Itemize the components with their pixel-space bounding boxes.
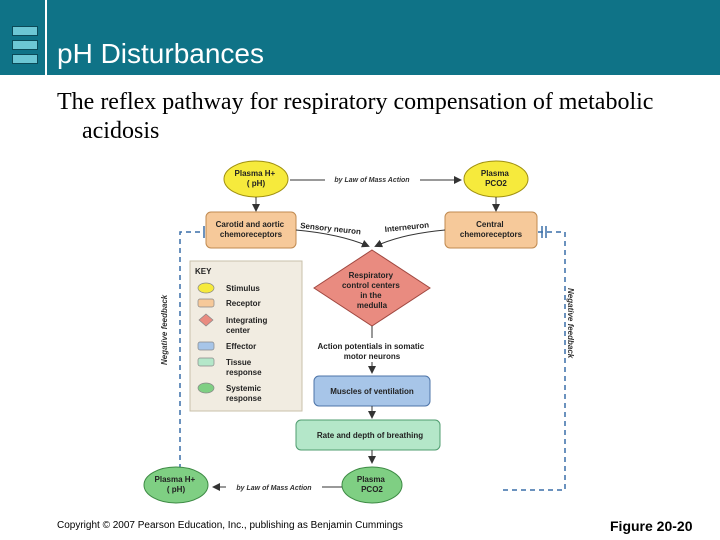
- systemic-line: ( pH): [167, 485, 186, 494]
- systemic-plasma-h-label: Plasma H+ ( pH): [155, 475, 198, 494]
- key-swatch-integrating-center: [198, 313, 214, 327]
- action-line: motor neurons: [344, 352, 401, 361]
- receptor-central-label: Central chemoreceptors: [460, 220, 523, 239]
- slide-title: pH Disturbances: [57, 38, 264, 69]
- systemic-line: PCO2: [361, 485, 383, 494]
- integrating-line: control centers: [342, 281, 400, 290]
- key-swatch-effector: [197, 341, 215, 351]
- sensory-neuron-label: Sensory neuron: [300, 221, 362, 236]
- integrating-line: in the: [360, 291, 382, 300]
- mass-action-label-bottom: by Law of Mass Action: [236, 485, 311, 492]
- systemic-plasma-pco2-bottom: [341, 466, 403, 504]
- negative-feedback-label-right: Negative feedback: [566, 288, 575, 359]
- key-swatch-tissue-response: [197, 357, 215, 367]
- stimulus-plasma-h-label: Plasma H+ ( pH): [235, 169, 278, 188]
- slide-subtitle: The reflex pathway for respiratory compe…: [57, 89, 654, 144]
- key-swatch-systemic-response: [197, 382, 215, 394]
- action-potentials-label: Action potentials in somatic motor neuro…: [318, 342, 427, 361]
- stimulus-plasma-pco2-label: Plasma PCO2: [481, 169, 511, 188]
- slide-logo-icon: [12, 26, 38, 66]
- title-bar: pH Disturbances: [0, 0, 720, 75]
- systemic-plasma-pco2-label: Plasma PCO2: [357, 475, 387, 494]
- copyright-text: Copyright © 2007 Pearson Education, Inc.…: [57, 520, 403, 531]
- key-label: Effector: [226, 342, 256, 351]
- stimulus-line: Plasma: [481, 169, 510, 178]
- systemic-line: Plasma: [357, 475, 386, 484]
- receptor-carotid-label: Carotid and aortic chemoreceptors: [216, 220, 287, 239]
- key-label: Stimulus: [226, 284, 260, 293]
- negative-feedback-loop-left: [179, 231, 201, 496]
- action-line: Action potentials in somatic: [318, 342, 425, 351]
- receptor-line: chemoreceptors: [460, 230, 523, 239]
- negative-feedback-label-left: Negative feedback: [160, 294, 169, 365]
- mass-action-label-top: by Law of Mass Action: [334, 177, 409, 184]
- stimulus-line: PCO2: [485, 179, 507, 188]
- key-swatch-stimulus: [197, 282, 215, 294]
- receptor-line: chemoreceptors: [220, 230, 283, 239]
- interneuron-path: [374, 229, 446, 248]
- key-title: KEY: [195, 267, 212, 276]
- tissue-response-label: Rate and depth of breathing: [317, 431, 423, 440]
- integrating-center-label: Respiratory control centers in the medul…: [342, 271, 402, 310]
- divider: [0, 75, 720, 77]
- receptor-line: Central: [476, 220, 504, 229]
- sensory-neuron-path: [295, 229, 370, 248]
- interneuron-label: Interneuron: [384, 220, 429, 234]
- stimulus-line: ( pH): [247, 179, 266, 188]
- integrating-line: medulla: [357, 301, 388, 310]
- key-label: Receptor: [226, 299, 261, 308]
- reflex-pathway-diagram: Negative feedback Negative feedback Plas…: [143, 160, 575, 504]
- tissue-response-rate-depth: [295, 419, 441, 451]
- figure-label: Figure 20-20: [610, 518, 693, 534]
- receptor-line: Carotid and aortic: [216, 220, 285, 229]
- effector-label: Muscles of ventilation: [330, 387, 414, 396]
- negative-feedback-loop-right: [500, 231, 566, 491]
- stimulus-line: Plasma H+: [235, 169, 276, 178]
- systemic-line: Plasma H+: [155, 475, 196, 484]
- integrating-line: Respiratory: [349, 271, 394, 280]
- systemic-plasma-h-bottom: [143, 466, 209, 504]
- divider: [45, 0, 47, 75]
- key-swatch-receptor: [197, 298, 215, 308]
